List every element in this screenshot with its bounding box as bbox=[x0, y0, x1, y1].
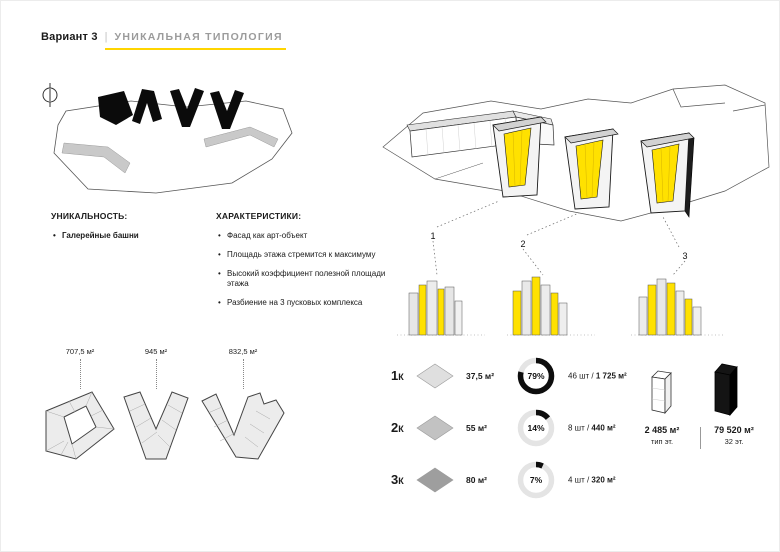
unit-row-3k: 3К 80 м² 7% 4 шт / 320 м² bbox=[386, 457, 686, 503]
gallery-tower-1 bbox=[492, 116, 547, 198]
dotted-leader bbox=[242, 359, 244, 389]
unit-type-label: 2К bbox=[391, 420, 404, 435]
floor-plan-1-drawing bbox=[45, 391, 115, 460]
floor-plan-area-label: 945 м² bbox=[144, 347, 168, 356]
site-plan bbox=[36, 81, 306, 209]
share-percent-label: 14% bbox=[527, 423, 544, 433]
summary-divider bbox=[700, 427, 701, 449]
uniqueness-section: УНИКАЛЬНОСТЬ: Галерейные башни bbox=[51, 211, 201, 250]
characteristics-list: Фасад как арт-объект Площадь этажа стрем… bbox=[216, 231, 394, 309]
unit-swatch-icon bbox=[416, 415, 454, 441]
axonometric-drawing: 1 2 3 bbox=[382, 84, 770, 336]
unit-area-value: 80 м² bbox=[466, 475, 487, 485]
characteristics-item: Фасад как арт-объект bbox=[216, 231, 394, 242]
characteristics-heading: ХАРАКТЕРИСТИКИ: bbox=[216, 211, 302, 221]
unit-share-donut: 79% bbox=[516, 356, 556, 396]
uniqueness-heading: УНИКАЛЬНОСТЬ: bbox=[51, 211, 128, 221]
unit-swatch-icon bbox=[416, 467, 454, 493]
characteristics-section: ХАРАКТЕРИСТИКИ: Фасад как арт-объект Пло… bbox=[216, 211, 394, 317]
floor-plan-1: 707,5 м² bbox=[41, 347, 119, 468]
share-percent-label: 79% bbox=[527, 371, 544, 381]
total-area-summary: 79 520 м² 32 эт. bbox=[698, 425, 770, 446]
characteristics-item: Высокий коэффициент полезной площади эта… bbox=[216, 269, 394, 291]
floor-plan-2: 945 м² bbox=[117, 347, 195, 468]
complex-number-2: 2 bbox=[520, 239, 525, 249]
unit-share-donut: 7% bbox=[516, 460, 556, 500]
complex-number-3: 3 bbox=[682, 251, 687, 261]
slide-header: Вариант 3 | УНИКАЛЬНАЯ ТИПОЛОГИЯ bbox=[41, 31, 286, 50]
variant-label: Вариант 3 bbox=[41, 31, 98, 43]
page-title: УНИКАЛЬНАЯ ТИПОЛОГИЯ bbox=[114, 31, 283, 43]
unit-swatch-icon bbox=[416, 363, 454, 389]
elevation-group-3 bbox=[638, 278, 702, 336]
unit-area-value: 55 м² bbox=[466, 423, 487, 433]
total-floors-label: 32 эт. bbox=[724, 437, 744, 446]
unit-row-1k: 1К 37,5 м² 79% 46 шт / 1 725 м² bbox=[386, 353, 686, 399]
characteristics-item: Разбиение на 3 пусковых комплекса bbox=[216, 298, 394, 309]
floor-plan-3: 832,5 м² bbox=[197, 347, 289, 468]
uniqueness-item: Галерейные башни bbox=[51, 231, 201, 242]
unit-row-2k: 2К 55 м² 14% 8 шт / 440 м² bbox=[386, 405, 686, 451]
dotted-leader bbox=[155, 359, 157, 389]
site-context-outline bbox=[382, 84, 770, 222]
characteristics-item: Площадь этажа стремится к максимуму bbox=[216, 250, 394, 261]
share-percent-label: 7% bbox=[530, 475, 543, 485]
title-underline-group: | УНИКАЛЬНАЯ ТИПОЛОГИЯ bbox=[104, 31, 286, 50]
unit-area-value: 37,5 м² bbox=[466, 371, 495, 381]
unit-count: 4 шт / 320 м² bbox=[568, 475, 616, 485]
unit-count: 8 шт / 440 м² bbox=[568, 423, 616, 433]
typical-floor-tower-icon bbox=[651, 370, 672, 415]
unit-count: 46 шт / 1 725 м² bbox=[568, 371, 627, 381]
floor-plan-area-label: 832,5 м² bbox=[228, 347, 258, 356]
complex-number-1: 1 bbox=[430, 231, 435, 241]
dotted-leader bbox=[79, 359, 81, 389]
gallery-tower-2 bbox=[564, 128, 619, 210]
unit-mix-table: 1К 37,5 м² 79% 46 шт / 1 725 м² 2К bbox=[386, 353, 778, 521]
unit-type-label: 3К bbox=[391, 472, 404, 487]
floor-plan-2-drawing bbox=[123, 391, 189, 460]
uniqueness-list: Галерейные башни bbox=[51, 231, 201, 242]
leader-lines bbox=[432, 200, 686, 276]
floor-plan-3-drawing bbox=[201, 392, 285, 460]
typical-floor-summary: 2 485 м² тип эт. bbox=[628, 425, 696, 446]
typical-floor-label: тип эт. bbox=[650, 437, 674, 446]
total-area-value: 79 520 м² bbox=[714, 425, 754, 435]
total-area-tower-icon bbox=[714, 363, 738, 417]
elevation-group-1 bbox=[408, 280, 463, 336]
black-towers-plan bbox=[98, 88, 244, 129]
totals-summary: 2 485 м² тип эт. 79 520 м² 32 эт. bbox=[638, 353, 778, 513]
unit-type-label: 1К bbox=[391, 368, 404, 383]
axonometric-view: 1 2 3 bbox=[373, 79, 777, 349]
north-icon bbox=[42, 83, 58, 107]
title-separator: | bbox=[104, 31, 108, 43]
elevation-group-2 bbox=[512, 276, 568, 336]
typical-floor-area: 2 485 м² bbox=[644, 425, 680, 435]
gallery-tower-3 bbox=[640, 132, 695, 218]
gray-buildings-plan bbox=[61, 126, 279, 174]
floor-plan-area-label: 707,5 м² bbox=[65, 347, 95, 356]
site-plan-drawing bbox=[42, 83, 293, 194]
unit-share-donut: 14% bbox=[516, 408, 556, 448]
